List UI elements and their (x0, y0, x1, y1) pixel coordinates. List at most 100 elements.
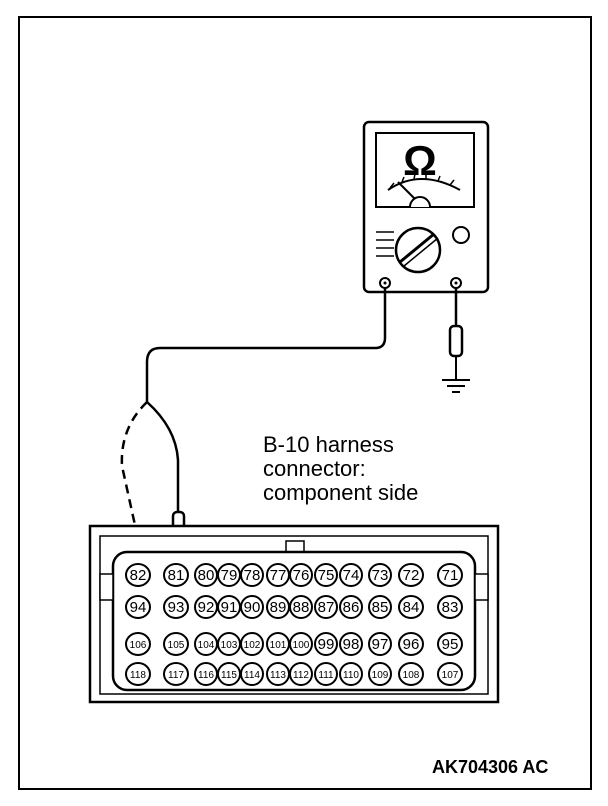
pin-circle (339, 662, 363, 686)
pin-circle (314, 595, 338, 619)
connector-label-line-1: B-10 harness (263, 432, 394, 457)
pin-118: 118 (125, 662, 151, 686)
pin-114: 114 (240, 662, 264, 686)
test-lead-wire (145, 288, 387, 402)
pin-90: 90 (240, 595, 264, 619)
pin-circle (240, 632, 264, 656)
pin-label: 92 (198, 599, 215, 616)
pin-circle (240, 595, 264, 619)
pin-label: 105 (168, 640, 185, 651)
pin-circle (437, 662, 463, 686)
selector-pointer (399, 232, 435, 264)
pin-circle (368, 632, 392, 656)
pin-circle (368, 662, 392, 686)
pin-115: 115 (217, 662, 241, 686)
probe-lead-dashed (120, 401, 148, 549)
pin-circle (368, 563, 392, 587)
pin-circle (339, 595, 363, 619)
pin-96: 96 (398, 632, 424, 656)
pin-label: 73 (372, 567, 389, 584)
pin-label: 113 (270, 670, 286, 681)
pin-label: 117 (168, 670, 184, 681)
pin-76: 76 (289, 563, 313, 587)
pin-label: 78 (244, 567, 261, 584)
pin-circle (368, 595, 392, 619)
pin-circle (240, 662, 264, 686)
pin-label: 106 (130, 640, 147, 651)
pin-label: 77 (270, 567, 287, 584)
pin-110: 110 (339, 662, 363, 686)
pin-109: 109 (368, 662, 392, 686)
pin-label: 111 (318, 670, 334, 681)
connector-label-line-2: connector: (263, 456, 366, 481)
ohm-symbol: Ω (403, 137, 437, 184)
ground-icon (442, 379, 470, 393)
pin-77: 77 (266, 563, 290, 587)
pin-label: 101 (270, 640, 287, 651)
pin-74: 74 (339, 563, 363, 587)
pin-circle (163, 595, 189, 619)
pin-107: 107 (437, 662, 463, 686)
pin-93: 93 (163, 595, 189, 619)
pin-98: 98 (339, 632, 363, 656)
pin-80: 80 (194, 563, 218, 587)
pin-111: 111 (314, 662, 338, 686)
pin-circle (398, 662, 424, 686)
pin-circle (289, 662, 313, 686)
pin-label: 118 (130, 670, 146, 681)
pin-73: 73 (368, 563, 392, 587)
pin-87: 87 (314, 595, 338, 619)
pin-81: 81 (163, 563, 189, 587)
ohmmeter-display (375, 132, 475, 208)
pin-label: 89 (270, 599, 287, 616)
pin-92: 92 (194, 595, 218, 619)
pin-100: 100 (289, 632, 313, 656)
pin-label: 75 (318, 567, 335, 584)
pin-71: 71 (437, 563, 463, 587)
pin-circle (125, 662, 151, 686)
pin-circle (398, 595, 424, 619)
pin-circle (339, 563, 363, 587)
diagram-frame (18, 16, 592, 790)
pin-label: 95 (442, 636, 459, 653)
pin-circle (289, 595, 313, 619)
pin-circle (314, 632, 338, 656)
pin-circle (398, 563, 424, 587)
pin-91: 91 (217, 595, 241, 619)
pin-circle (240, 563, 264, 587)
pin-72: 72 (398, 563, 424, 587)
pin-circle (437, 632, 463, 656)
pin-label: 104 (198, 640, 215, 651)
pin-label: 82 (130, 567, 147, 584)
pin-label: 114 (244, 670, 260, 681)
ohmmeter (362, 120, 490, 294)
pin-label: 91 (221, 599, 238, 616)
pin-label: 90 (244, 599, 261, 616)
pin-label: 79 (221, 567, 238, 584)
pin-85: 85 (368, 595, 392, 619)
pin-label: 74 (343, 567, 360, 584)
pin-circle (289, 563, 313, 587)
pin-label: 93 (168, 599, 185, 616)
pin-circle (125, 632, 151, 656)
pin-83: 83 (437, 595, 463, 619)
pin-108: 108 (398, 662, 424, 686)
pin-label: 110 (343, 670, 359, 681)
test-leads (120, 288, 458, 549)
pin-circle (163, 662, 189, 686)
pin-label: 94 (130, 599, 147, 616)
pin-label: 107 (442, 670, 459, 681)
pin-99: 99 (314, 632, 338, 656)
pin-82: 82 (125, 563, 151, 587)
pin-label: 116 (198, 670, 214, 681)
pin-circle (437, 595, 463, 619)
pin-circle (314, 563, 338, 587)
pin-circle (163, 632, 189, 656)
pin-102: 102 (240, 632, 264, 656)
pin-circle (437, 563, 463, 587)
pin-label: 100 (293, 640, 310, 651)
pin-label: 76 (293, 567, 310, 584)
pin-103: 103 (217, 632, 241, 656)
pin-circle (314, 662, 338, 686)
